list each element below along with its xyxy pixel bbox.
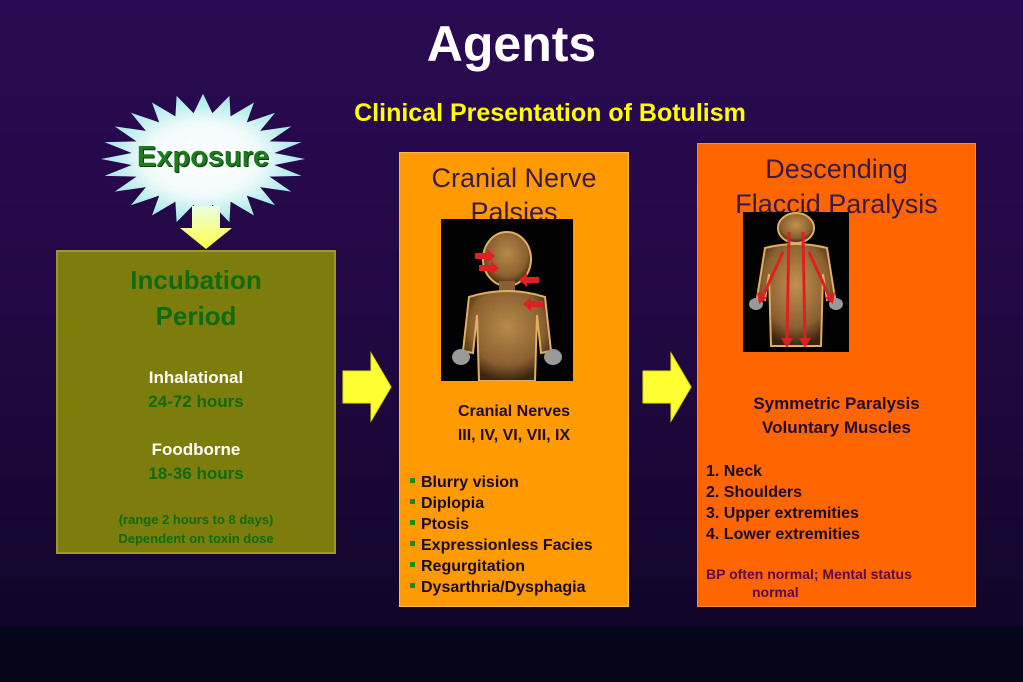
cranial-nerves-text: Cranial Nerves III, IV, VI, VII, IX (400, 400, 628, 448)
starburst-icon (101, 93, 305, 225)
list-item: Blurry vision (410, 472, 593, 493)
bullet-icon (410, 583, 415, 589)
descending-paralysis-box: Descending Flaccid Paralysis (697, 143, 976, 607)
incubation-period-box: Incubation Period Inhalational 24-72 hou… (56, 250, 336, 554)
incubation-heading-line2: Period (155, 301, 237, 331)
right-arrow-icon (342, 351, 392, 423)
paralysis-order-list: 1. Neck 2. Shoulders 3. Upper extremitie… (706, 461, 860, 545)
cranial-heading-line1: Cranial Nerve (431, 163, 597, 193)
list-item: 2. Shoulders (706, 484, 803, 501)
cranial-nerve-palsies-box: Cranial Nerve Palsies Cranial Nerves III… (399, 152, 629, 607)
list-item: Ptosis (410, 514, 593, 535)
list-item: 4. Lower extremities (706, 526, 860, 543)
bullet-icon (410, 562, 415, 568)
sym-line1: Symmetric Paralysis (753, 394, 920, 413)
bp-note: BP often normal; Mental status normal (706, 565, 956, 601)
incubation-heading: Incubation Period (58, 262, 334, 334)
bullet-icon (410, 520, 415, 526)
bullet-icon (410, 541, 415, 547)
slide-subtitle: Clinical Presentation of Botulism (354, 99, 746, 127)
list-item: Diplopia (410, 493, 593, 514)
symptom-text: Diplopia (421, 495, 485, 512)
list-item: Expressionless Facies (410, 535, 593, 556)
range-note-line2: Dependent on toxin dose (118, 531, 274, 546)
bullet-icon (410, 499, 415, 505)
right-arrow-icon (642, 351, 692, 423)
list-item: Dysarthria/Dysphagia (410, 577, 593, 598)
bp-note-line2: normal (752, 584, 799, 600)
symptom-text: Dysarthria/Dysphagia (421, 579, 586, 596)
paralysis-heading-line1: Descending (765, 154, 908, 184)
cranial-nerves-line1: Cranial Nerves (457, 403, 571, 420)
bullet-icon (410, 478, 415, 484)
exposure-label: Exposure (136, 141, 270, 173)
body-figure-icon (743, 212, 849, 352)
inhalational-hours: 24-72 hours (148, 392, 244, 411)
range-note-line1: (range 2 hours to 8 days) (118, 512, 274, 527)
symmetric-paralysis-text: Symmetric Paralysis Voluntary Muscles (698, 392, 975, 440)
list-item: 1. Neck (706, 463, 763, 480)
cranial-heading: Cranial Nerve Palsies (400, 161, 628, 225)
down-arrow-icon (180, 206, 232, 249)
foodborne-hours: 18-36 hours (148, 464, 244, 483)
cranial-nerves-line2: III, IV, VI, VII, IX (457, 427, 571, 444)
symptom-text: Regurgitation (421, 558, 525, 575)
list-item: Regurgitation (410, 556, 593, 577)
foodborne-label: Foodborne (151, 440, 241, 459)
slide-title: Agents (426, 16, 597, 72)
sym-line2: Voluntary Muscles (762, 418, 911, 437)
symptom-text: Expressionless Facies (421, 537, 593, 554)
list-item: 3. Upper extremities (706, 505, 859, 522)
symptom-text: Ptosis (421, 516, 470, 533)
symptom-text: Blurry vision (421, 474, 519, 491)
symptom-list: Blurry vision Diplopia Ptosis Expression… (410, 472, 593, 598)
inhalational-label: Inhalational (148, 368, 244, 387)
incubation-heading-line1: Incubation (130, 265, 262, 295)
bp-note-line1: BP often normal; Mental status (706, 566, 912, 582)
body-figure-icon (441, 219, 573, 381)
bottom-band (0, 626, 1023, 682)
